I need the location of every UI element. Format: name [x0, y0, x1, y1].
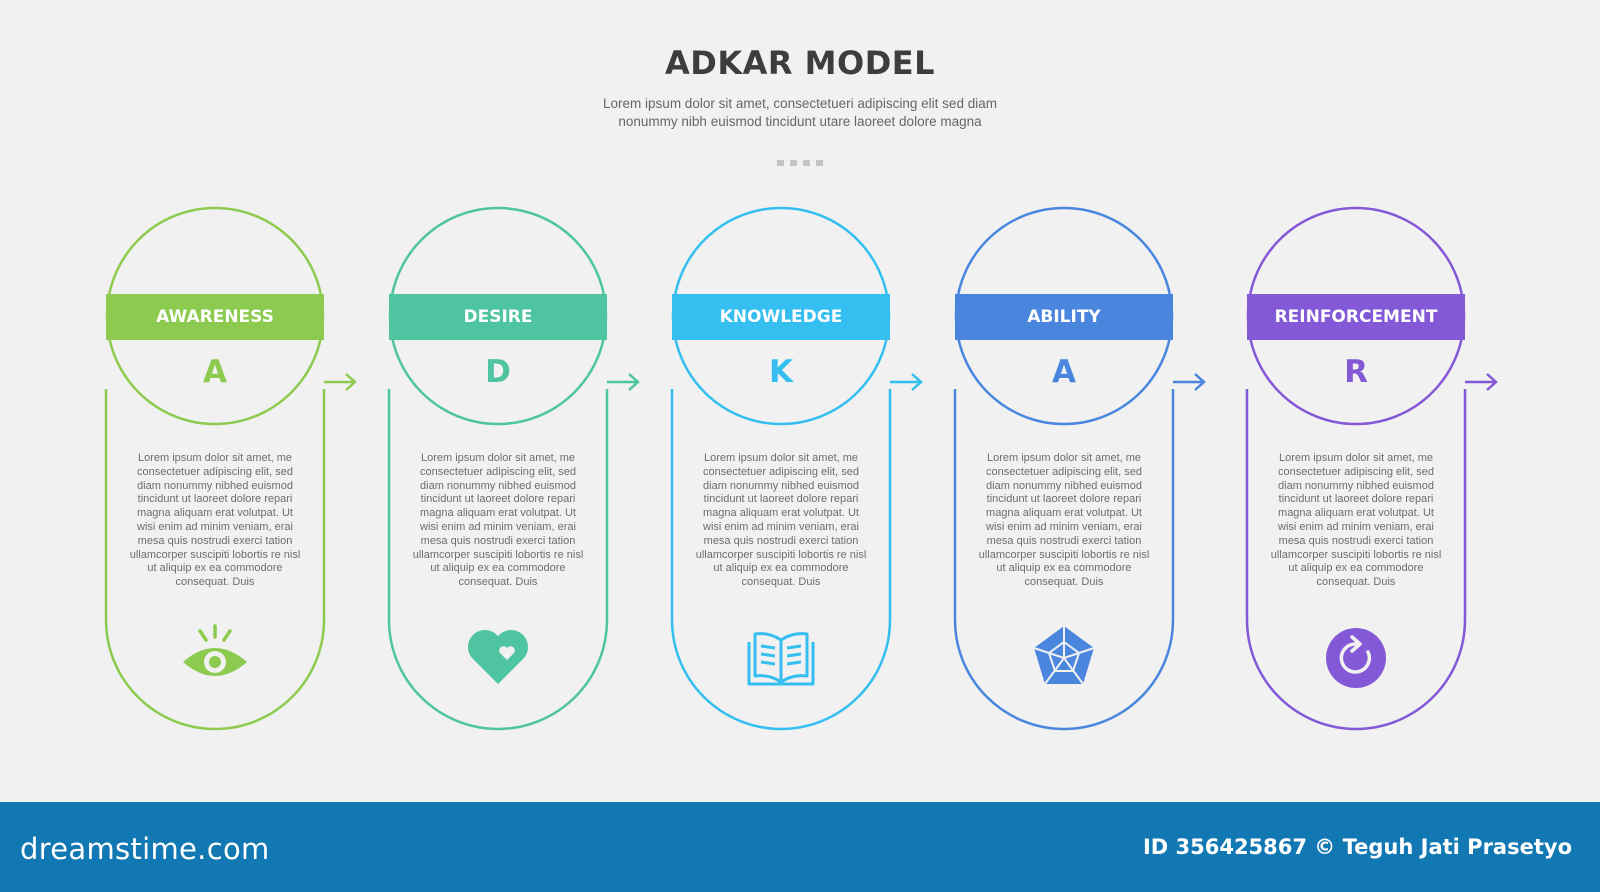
stage-label: DESIRE — [389, 294, 607, 340]
heart-icon — [467, 629, 529, 684]
footer-bar: dreamstime.com ID 356425867 © Teguh Jati… — [0, 802, 1600, 892]
stage-outline — [670, 206, 923, 731]
stage-outline — [104, 206, 357, 731]
stage-reinforcement: REINFORCEMENT R Lorem ipsum dolor sit am… — [1245, 0, 1498, 892]
stage-letter: A — [1052, 354, 1076, 390]
stage-label: ABILITY — [955, 294, 1173, 340]
stage-outline — [953, 206, 1206, 731]
stage-outline — [1245, 206, 1498, 731]
book-icon — [747, 632, 815, 686]
image-credit: ID 356425867 © Teguh Jati Prasetyo — [1142, 835, 1572, 859]
stage-ability: ABILITY A Lorem ipsum dolor sit amet, me… — [953, 0, 1206, 892]
stage-description: Lorem ipsum dolor sit amet, me consectet… — [695, 452, 867, 589]
stage-desire: DESIRE D Lorem ipsum dolor sit amet, me … — [387, 0, 640, 892]
stage-description: Lorem ipsum dolor sit amet, me consectet… — [129, 452, 301, 589]
stage-letter: A — [203, 354, 227, 390]
stage-knowledge: KNOWLEDGE K Lorem ipsum dolor sit amet, … — [670, 0, 923, 892]
page-title: ADKAR MODEL — [664, 44, 936, 82]
stage-description: Lorem ipsum dolor sit amet, me consectet… — [1270, 452, 1442, 589]
pentagon-web-icon — [1033, 626, 1095, 685]
stage-letter: K — [768, 354, 794, 390]
stage-label: REINFORCEMENT — [1247, 294, 1465, 340]
divider-dots — [777, 160, 823, 166]
stage-label: KNOWLEDGE — [672, 294, 890, 340]
eye-icon — [183, 624, 247, 676]
stage-letter: R — [1344, 354, 1368, 390]
stage-awareness: AWARENESS A Lorem ipsum dolor sit amet, … — [104, 0, 357, 892]
stage-label: AWARENESS — [106, 294, 324, 340]
refresh-icon — [1326, 628, 1386, 688]
stage-letter: D — [485, 354, 511, 390]
stage-outline — [387, 206, 640, 731]
stage-description: Lorem ipsum dolor sit amet, me consectet… — [412, 452, 584, 589]
page-subtitle: Lorem ipsum dolor sit amet, consectetuer… — [603, 96, 997, 129]
brand-logo: dreamstime.com — [20, 832, 270, 866]
stage-description: Lorem ipsum dolor sit amet, me consectet… — [978, 452, 1150, 589]
